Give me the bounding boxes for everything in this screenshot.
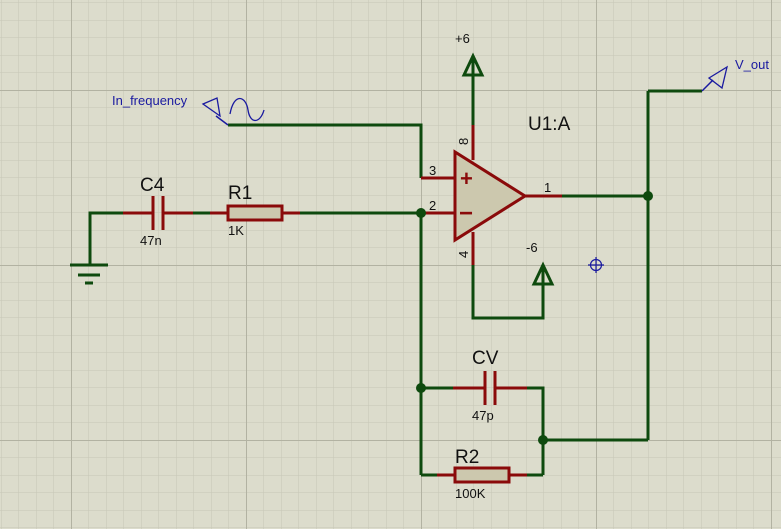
power-positive-label: +6	[455, 31, 470, 46]
pin-8-label: 8	[456, 138, 471, 145]
junction-dot	[538, 435, 548, 445]
power-negative-arrow-icon[interactable]	[531, 261, 555, 286]
pin-1-label: 1	[544, 180, 551, 195]
minus-sign: −	[459, 200, 473, 227]
power-positive-arrow-icon[interactable]	[461, 52, 485, 77]
junction-dot	[643, 191, 653, 201]
pin-4-label: 4	[456, 251, 471, 258]
input-terminal-label: In_frequency	[112, 93, 188, 108]
capacitor-cv[interactable]	[421, 371, 545, 475]
cv-ref: CV	[472, 348, 499, 369]
junction-dot	[416, 208, 426, 218]
output-terminal[interactable]	[701, 65, 728, 92]
r1-ref: R1	[228, 183, 252, 204]
input-terminal[interactable]	[201, 97, 265, 126]
origin-crosshair-icon	[588, 257, 604, 273]
u1a-ref: U1:A	[528, 114, 571, 135]
pin-3-label: 3	[429, 163, 436, 178]
wire-output[interactable]	[562, 89, 702, 440]
output-terminal-label: V_out	[735, 57, 769, 72]
sine-source-icon	[229, 97, 265, 122]
c4-value: 47n	[140, 233, 162, 248]
capacitor-c4[interactable]	[123, 196, 210, 230]
resistor-r2[interactable]	[421, 466, 543, 484]
r2-ref: R2	[455, 447, 479, 468]
cv-value: 47p	[472, 408, 494, 423]
ground-symbol[interactable]	[70, 211, 123, 285]
plus-sign: +	[460, 166, 473, 191]
junction-dot	[416, 383, 426, 393]
power-negative-label: -6	[526, 240, 538, 255]
wire-input-to-noninverting[interactable]	[228, 123, 423, 178]
resistor-r1[interactable]	[210, 204, 300, 222]
c4-ref: C4	[140, 175, 165, 196]
r1-value: 1K	[228, 223, 244, 238]
opamp-u1a[interactable]	[421, 58, 562, 320]
pin-2-label: 2	[429, 198, 436, 213]
r2-value: 100K	[455, 486, 486, 501]
